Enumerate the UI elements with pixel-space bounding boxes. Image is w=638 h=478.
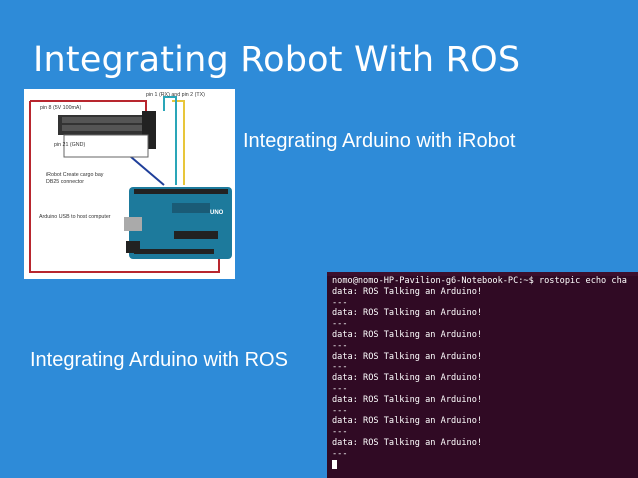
label-db25: DB25 connector	[46, 179, 84, 185]
terminal-output-line: ---	[332, 427, 348, 438]
label-pin21: pin 21 (GND)	[54, 142, 85, 148]
red-wire-top	[30, 100, 147, 111]
terminal-cursor	[332, 459, 337, 469]
terminal-output-line: ---	[332, 383, 348, 394]
label-rx-tx: pin 1 (RX) and pin 2 (TX)	[146, 92, 205, 98]
arduino-board-graphic	[124, 187, 232, 259]
terminal-output-line: data: ROS Talking an Arduino!	[332, 286, 483, 297]
terminal-output-line: data: ROS Talking an Arduino!	[332, 373, 483, 384]
terminal-output-line: data: ROS Talking an Arduino!	[332, 329, 483, 340]
label-cargo-bay: iRobot Create cargo bay	[46, 172, 104, 178]
terminal-output: nomo@nomo-HP-Pavilion-g6-Notebook-PC:~$ …	[327, 276, 638, 460]
terminal-output-line: ---	[332, 405, 348, 416]
terminal-output-line: data: ROS Talking an Arduino!	[332, 308, 483, 319]
terminal-output-line: ---	[332, 362, 348, 373]
terminal-output-line: ---	[332, 340, 348, 351]
terminal-command-line: nomo@nomo-HP-Pavilion-g6-Notebook-PC:~$ …	[332, 276, 627, 286]
slide-title: Integrating Robot With ROS	[33, 40, 521, 80]
label-pin8: pin 8 (5V 100mA)	[40, 105, 81, 111]
label-usb: Arduino USB to host computer	[39, 214, 111, 220]
subtitle-arduino-irobot: Integrating Arduino with iRobot	[243, 130, 516, 152]
terminal-output-line: data: ROS Talking an Arduino!	[332, 394, 483, 405]
wiring-diagram: pin 1 (RX) and pin 2 (TX) pin 8 (5V 100m…	[24, 89, 235, 279]
subtitle-arduino-ros: Integrating Arduino with ROS	[30, 349, 288, 371]
terminal-output-line: data: ROS Talking an Arduino!	[332, 437, 483, 448]
yellow-wire	[172, 100, 185, 185]
terminal-window[interactable]: nomo@nomo-HP-Pavilion-g6-Notebook-PC:~$ …	[327, 272, 638, 478]
terminal-output-line: ---	[332, 319, 348, 330]
label-board-uno: UNO	[210, 210, 224, 216]
terminal-output-line: ---	[332, 448, 348, 459]
terminal-top-bar	[327, 272, 638, 276]
teal-wire	[163, 96, 177, 185]
terminal-cursor-line	[327, 459, 638, 471]
terminal-output-line: ---	[332, 297, 348, 308]
terminal-output-line: data: ROS Talking an Arduino!	[332, 351, 483, 362]
terminal-output-line: data: ROS Talking an Arduino!	[332, 416, 483, 427]
